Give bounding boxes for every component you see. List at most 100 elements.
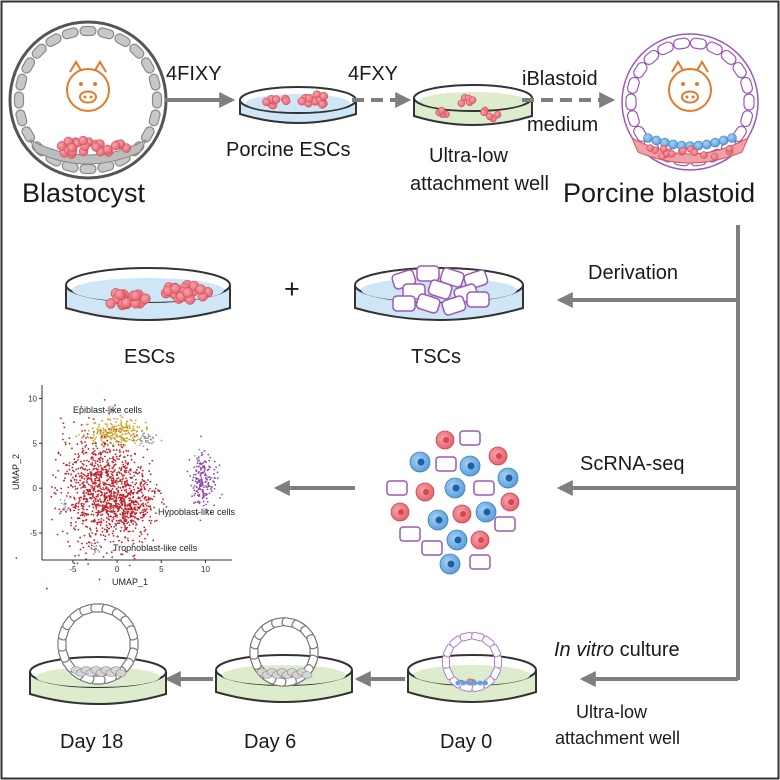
umap-point xyxy=(133,422,136,425)
umap-point xyxy=(203,495,206,497)
culture-label-italic: In vitro xyxy=(554,639,614,661)
umap-point xyxy=(200,472,203,474)
umap-point xyxy=(203,449,206,452)
umap-point xyxy=(81,482,84,485)
umap-point xyxy=(109,507,112,510)
umap-point xyxy=(53,491,56,494)
umap-point xyxy=(72,506,75,509)
umap-point xyxy=(99,436,102,439)
umap-point xyxy=(88,497,91,500)
trophectoderm-cell xyxy=(633,61,648,79)
umap-point xyxy=(124,481,126,484)
umap-point xyxy=(121,425,124,428)
umap-point xyxy=(84,441,86,443)
umap-point xyxy=(105,433,108,436)
porcine-blastoid-graphic xyxy=(621,33,759,171)
umap-point xyxy=(142,456,145,459)
umap-point xyxy=(82,452,85,455)
umap-point xyxy=(106,461,108,463)
umap-point xyxy=(106,505,109,508)
umap-point xyxy=(54,476,57,479)
trophectoderm-cell xyxy=(45,33,62,48)
cell-nucleus xyxy=(443,437,449,443)
umap-point xyxy=(45,587,48,590)
umap-point xyxy=(87,513,90,516)
umap-point xyxy=(89,528,92,531)
umap-point xyxy=(74,555,76,557)
umap-point xyxy=(115,519,118,522)
umap-point xyxy=(74,485,77,488)
tsc-cell xyxy=(392,295,416,312)
umap-point xyxy=(100,456,102,459)
umap-point xyxy=(124,501,126,504)
umap-point xyxy=(59,417,62,420)
umap-point xyxy=(141,509,144,511)
umap-point xyxy=(61,530,64,533)
umap-point xyxy=(93,520,96,523)
umap-point xyxy=(75,468,78,471)
umap-point xyxy=(128,424,131,427)
umap-point xyxy=(72,470,75,473)
umap-point xyxy=(115,482,118,485)
umap-point xyxy=(81,436,83,439)
umap-point xyxy=(102,506,105,509)
umap-point xyxy=(151,436,154,439)
umap-xlabel: UMAP_1 xyxy=(112,577,148,587)
trophectoderm-cell xyxy=(732,61,747,79)
umap-point xyxy=(118,522,121,525)
umap-point xyxy=(83,477,86,480)
umap-point xyxy=(137,503,140,506)
umap-point xyxy=(82,508,85,511)
umap-point xyxy=(137,497,140,500)
umap-point xyxy=(112,507,115,509)
trophectoderm-cell xyxy=(706,41,723,56)
umap-point xyxy=(126,437,129,440)
umap-point xyxy=(141,519,144,522)
umap-point xyxy=(82,486,85,488)
umap-point xyxy=(75,479,78,481)
umap-point xyxy=(109,435,111,438)
umap-point xyxy=(153,490,156,493)
hypoblast-cell xyxy=(718,135,729,146)
umap-point xyxy=(92,436,95,439)
esc-cell xyxy=(271,95,281,104)
umap-point xyxy=(100,491,103,494)
umap-point xyxy=(110,434,113,437)
umap-point xyxy=(151,498,154,501)
umap-point xyxy=(126,537,129,540)
esc-cell xyxy=(56,141,67,151)
umap-point xyxy=(83,512,86,515)
umap-point xyxy=(106,529,109,531)
umap-point xyxy=(130,455,132,457)
umap-point xyxy=(112,427,115,430)
umap-point xyxy=(208,476,211,478)
cell-mixture-graphic xyxy=(386,430,520,575)
umap-point xyxy=(57,452,60,455)
umap-point xyxy=(98,544,101,547)
cell-nucleus xyxy=(478,537,484,543)
umap-point xyxy=(129,418,132,421)
umap-point xyxy=(83,534,86,537)
blastocyst-graphic xyxy=(8,20,168,180)
umap-point xyxy=(120,423,123,426)
umap-point xyxy=(123,518,126,520)
umap-point xyxy=(88,468,91,471)
umap-point xyxy=(87,436,90,439)
ultra-low-well-top-label-2: attachment well xyxy=(410,173,549,195)
umap-point xyxy=(102,487,105,489)
umap-point xyxy=(206,493,208,496)
umap-point xyxy=(82,449,85,452)
umap-point xyxy=(127,503,129,506)
umap-point xyxy=(213,476,216,479)
hypoblast-cell xyxy=(710,137,721,148)
umap-point xyxy=(83,490,85,492)
umap-point xyxy=(196,512,199,515)
umap-point xyxy=(50,495,53,498)
umap-point xyxy=(94,441,97,443)
umap-point xyxy=(91,485,94,488)
umap-point xyxy=(108,510,111,513)
umap-point xyxy=(119,478,122,481)
umap-point xyxy=(100,430,103,432)
esc-cell xyxy=(140,293,151,304)
epiblast-cell xyxy=(679,147,687,155)
